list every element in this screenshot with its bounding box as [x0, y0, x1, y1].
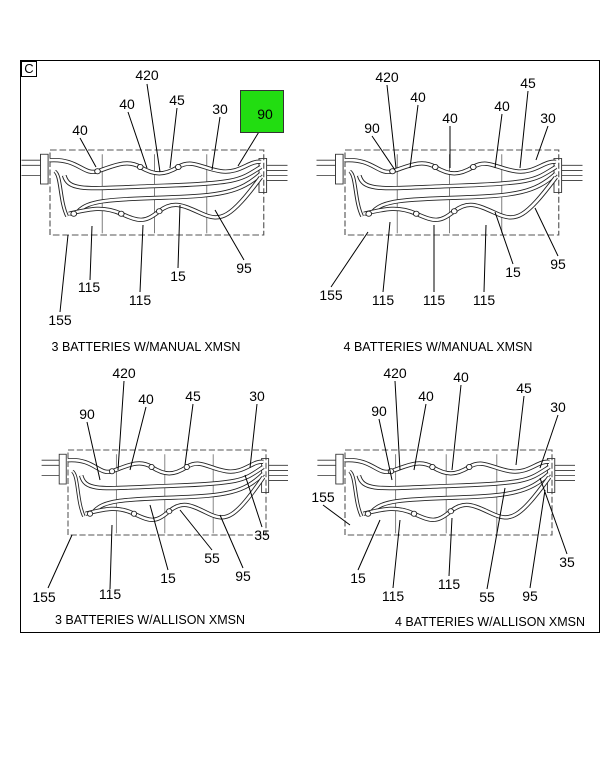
callout[interactable]: 115: [77, 279, 101, 295]
callout[interactable]: 155: [48, 312, 72, 328]
callout[interactable]: 55: [479, 589, 495, 605]
callout[interactable]: 115: [422, 292, 446, 308]
callout[interactable]: 30: [249, 388, 265, 404]
callout[interactable]: 40: [138, 391, 154, 407]
callout[interactable]: 90: [79, 406, 95, 422]
frame: [20, 60, 600, 633]
callout[interactable]: 55: [204, 550, 220, 566]
callout[interactable]: 45: [520, 75, 536, 91]
callout[interactable]: 115: [98, 586, 122, 602]
callout[interactable]: 35: [254, 527, 270, 543]
callout[interactable]: 45: [516, 380, 532, 396]
callout[interactable]: 15: [160, 570, 176, 586]
callout[interactable]: 40: [453, 369, 469, 385]
callout[interactable]: 40: [72, 122, 88, 138]
callout[interactable]: 155: [32, 589, 56, 605]
callout[interactable]: 115: [371, 292, 395, 308]
callout[interactable]: 115: [472, 292, 496, 308]
leader-lines: [47, 83, 568, 590]
callout[interactable]: 95: [522, 588, 538, 604]
callout[interactable]: 40: [494, 98, 510, 114]
callout[interactable]: 45: [169, 92, 185, 108]
callout[interactable]: 30: [550, 399, 566, 415]
callout[interactable]: 155: [319, 287, 343, 303]
view-caption: 3 BATTERIES W/MANUAL XMSN: [51, 340, 241, 354]
callout[interactable]: 40: [119, 96, 135, 112]
callout[interactable]: 35: [559, 554, 575, 570]
callout[interactable]: 115: [128, 292, 152, 308]
callout[interactable]: 15: [350, 570, 366, 586]
callout[interactable]: 90: [371, 403, 387, 419]
callout[interactable]: 95: [235, 568, 251, 584]
callout[interactable]: 40: [410, 89, 426, 105]
callout-highlighted[interactable]: 90: [257, 106, 273, 122]
view-caption: 4 BATTERIES W/ALLISON XMSN: [394, 615, 586, 629]
callout[interactable]: 95: [236, 260, 252, 276]
view-caption: 3 BATTERIES W/ALLISON XMSN: [54, 613, 246, 627]
callout[interactable]: 155: [311, 489, 335, 505]
view-caption: 4 BATTERIES W/MANUAL XMSN: [343, 340, 533, 354]
callout[interactable]: 40: [442, 110, 458, 126]
callout[interactable]: 420: [135, 67, 159, 83]
callout[interactable]: 30: [540, 110, 556, 126]
callout[interactable]: 90: [364, 120, 380, 136]
callout[interactable]: 115: [437, 576, 461, 592]
callout[interactable]: 30: [212, 101, 228, 117]
callout[interactable]: 45: [185, 388, 201, 404]
section-label: C: [21, 61, 37, 77]
callout[interactable]: 40: [418, 388, 434, 404]
callout[interactable]: 115: [381, 588, 405, 604]
callout[interactable]: 420: [383, 365, 407, 381]
callout[interactable]: 420: [112, 365, 136, 381]
callout[interactable]: 15: [170, 268, 186, 284]
callout[interactable]: 15: [505, 264, 521, 280]
callout[interactable]: 420: [375, 69, 399, 85]
highlighted-callout-box[interactable]: [240, 90, 284, 133]
callout[interactable]: 95: [550, 256, 566, 272]
